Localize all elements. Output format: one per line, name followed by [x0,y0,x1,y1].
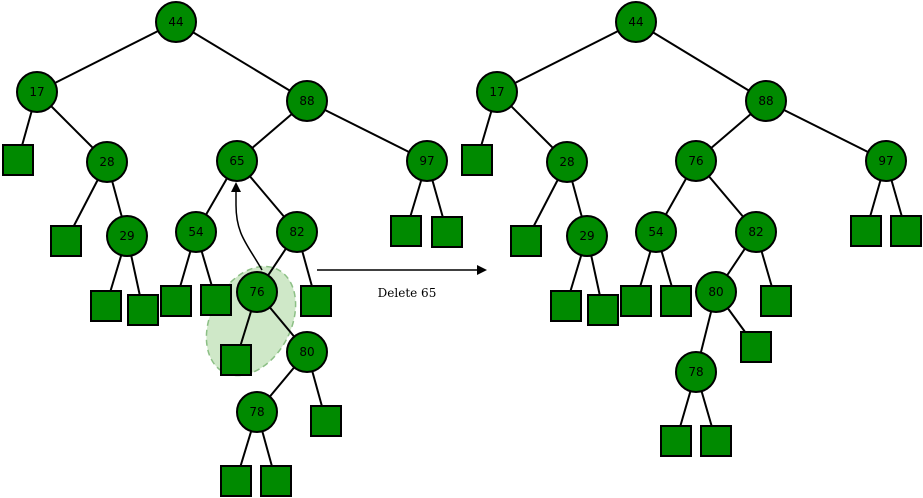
node-label: 78 [249,405,264,419]
node-label: 54 [188,225,203,239]
operation-label: Delete 65 [378,286,437,300]
leaf-node [660,285,692,317]
tree-node: 54 [175,211,217,253]
leaf-node [461,144,493,176]
before-leaves [2,144,463,497]
node-label: 29 [579,229,594,243]
replacement-arrow [231,182,263,271]
before-nodes: 44 17 88 28 65 97 29 54 82 76 80 78 [16,1,448,433]
node-label: 17 [29,85,44,99]
leaf-node [310,405,342,437]
after-leaves [461,144,922,457]
node-label: 76 [249,285,264,299]
tree-node: 88 [745,80,787,122]
tree-node: 44 [155,1,197,43]
tree-node: 97 [406,140,448,182]
after-tree: 44 17 88 28 76 97 29 54 82 80 78 [461,1,922,457]
leaf-node [510,225,542,257]
leaf-node [587,294,619,326]
tree-node: 78 [675,351,717,393]
node-label: 97 [878,154,893,168]
tree-node: 97 [865,140,907,182]
leaf-node [390,215,422,247]
tree-node: 65 [216,140,258,182]
leaf-node [550,290,582,322]
leaf-node [220,344,252,376]
leaf-node [300,285,332,317]
tree-node: 76 [236,271,278,313]
leaf-node [50,225,82,257]
node-label: 78 [688,365,703,379]
node-label: 54 [648,225,663,239]
node-label: 82 [289,225,304,239]
tree-node: 28 [546,141,588,183]
node-label: 44 [168,15,183,29]
tree-node: 88 [286,80,328,122]
before-tree: 44 17 88 28 65 97 29 54 82 76 80 78 [2,1,463,497]
tree-node: 17 [476,71,518,113]
leaf-node [431,216,463,248]
node-label: 28 [99,155,114,169]
tree-node: 28 [86,141,128,183]
node-label: 88 [758,94,773,108]
leaf-node [90,290,122,322]
tree-node: 29 [106,215,148,257]
leaf-node [620,285,652,317]
node-label: 44 [628,15,643,29]
node-label: 29 [119,229,134,243]
tree-node: 82 [735,211,777,253]
tree-node: 78 [236,391,278,433]
tree-node: 80 [286,331,328,373]
node-label: 97 [419,154,434,168]
leaf-node [760,285,792,317]
tree-node: 29 [566,215,608,257]
node-label: 80 [299,345,314,359]
leaf-node [660,425,692,457]
tree-node: 76 [675,140,717,182]
node-label: 28 [559,155,574,169]
node-label: 82 [748,225,763,239]
leaf-node [220,465,252,497]
leaf-node [890,215,922,247]
tree-node: 44 [615,1,657,43]
leaf-node [850,215,882,247]
tree-node: 17 [16,71,58,113]
node-label: 88 [299,94,314,108]
tree-node: 54 [635,211,677,253]
leaf-node [160,285,192,317]
leaf-node [127,294,159,326]
after-nodes: 44 17 88 28 76 97 29 54 82 80 78 [476,1,907,393]
leaf-node [740,331,772,363]
tree-node: 82 [276,211,318,253]
node-label: 80 [708,285,723,299]
node-label: 17 [489,85,504,99]
leaf-node [260,465,292,497]
before-edges [17,21,448,482]
leaf-node [2,144,34,176]
node-label: 76 [688,154,703,168]
leaf-node [200,284,232,316]
tree-node: 80 [695,271,737,313]
operation-arrow: Delete 65 [317,265,487,300]
node-label: 65 [229,154,244,168]
leaf-node [700,425,732,457]
